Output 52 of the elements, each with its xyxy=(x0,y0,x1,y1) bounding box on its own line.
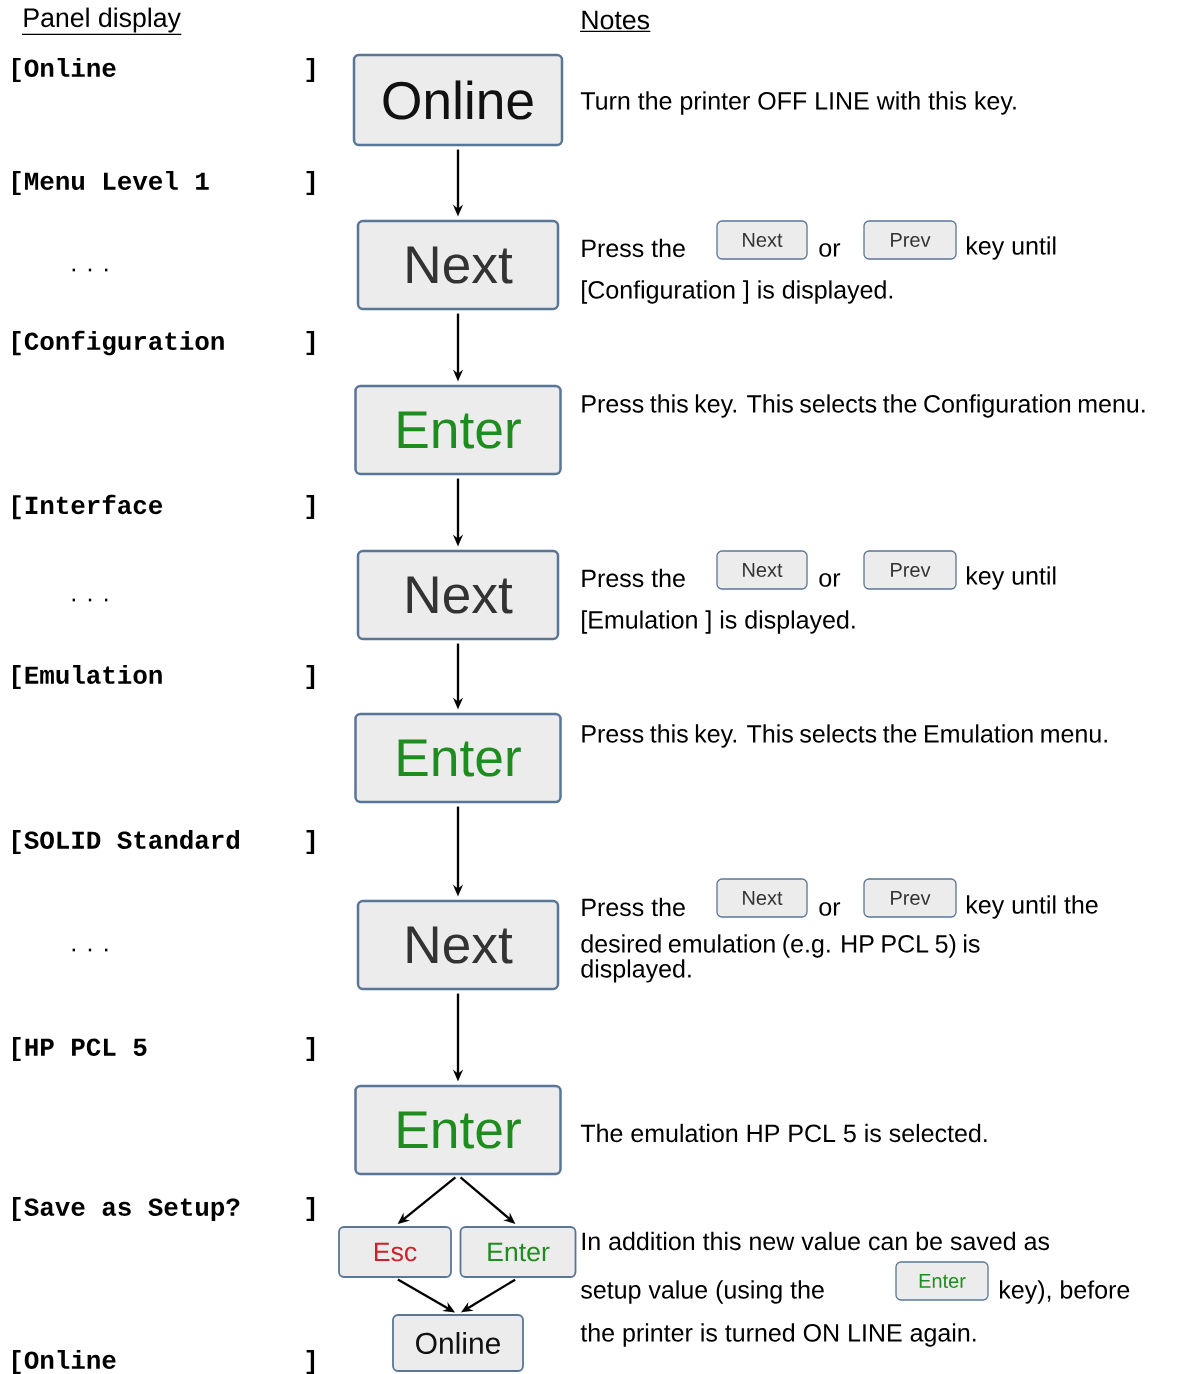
display-text: [Menu Level 1 xyxy=(13,170,209,196)
key-button: Enter xyxy=(354,384,562,476)
display-text: ] xyxy=(306,829,315,855)
key-button: Online xyxy=(352,53,564,147)
key-button: Next xyxy=(716,878,808,918)
key-button: Next xyxy=(716,550,808,590)
key-button: Next xyxy=(716,220,808,260)
key-button: Prev xyxy=(863,878,957,918)
note-text: the printer is turned ON LINE again. xyxy=(580,1323,976,1347)
display-text: ] xyxy=(306,170,315,196)
key-button: Enter xyxy=(459,1226,577,1278)
ellipsis: . . . xyxy=(72,598,108,602)
display-text: [Configuration xyxy=(13,330,224,356)
note-text: setup value (using the xyxy=(581,1280,824,1304)
display-text: ] xyxy=(306,494,315,520)
note-text: [Emulation ] is displayed. xyxy=(582,610,855,634)
ellipsis: . . . xyxy=(72,948,108,952)
key-button: Prev xyxy=(863,220,957,260)
note-text: or xyxy=(819,902,841,916)
key-button: Next xyxy=(356,549,560,641)
key-button: Enter xyxy=(354,1084,562,1176)
key-button: Esc xyxy=(338,1226,452,1278)
note-text: In addition this new value can be saved as xyxy=(582,1231,1050,1251)
display-text: [Interface xyxy=(13,494,163,520)
ellipsis: . . . xyxy=(72,268,108,272)
note-text: or xyxy=(819,573,841,587)
display-text: [SOLID Standard xyxy=(13,829,240,855)
note-text: or xyxy=(819,243,841,257)
key-button: Enter xyxy=(895,1261,989,1301)
display-text: ] xyxy=(306,1036,315,1062)
key-button: Enter xyxy=(354,712,562,804)
display-text: [Save as Setup? xyxy=(13,1197,240,1222)
note-text: Press the xyxy=(582,568,685,588)
display-text: [Online xyxy=(13,1350,116,1374)
key-button: Next xyxy=(356,899,560,991)
display-text: ] xyxy=(306,1197,315,1222)
note-text: desired emulation (e.g. HP PCL 5) is displayed. xyxy=(581,934,980,983)
column-heading: Notes xyxy=(579,10,651,32)
key-button: Next xyxy=(356,219,560,311)
key-button: Prev xyxy=(863,550,957,590)
display-text: [Online xyxy=(13,57,116,83)
note-text: Press the xyxy=(582,897,685,917)
key-button: Online xyxy=(392,1314,524,1372)
column-heading: Panel display xyxy=(21,7,182,36)
display-text: [Emulation xyxy=(13,664,162,690)
display-text: [HP PCL 5 xyxy=(13,1036,147,1062)
display-text: ] xyxy=(306,57,315,83)
display-text: ] xyxy=(306,330,315,356)
display-text: ] xyxy=(306,664,315,690)
note-text: [Configuration ] is displayed. xyxy=(582,280,893,304)
display-text: ] xyxy=(306,1350,315,1374)
note-text: Press the xyxy=(582,238,685,258)
